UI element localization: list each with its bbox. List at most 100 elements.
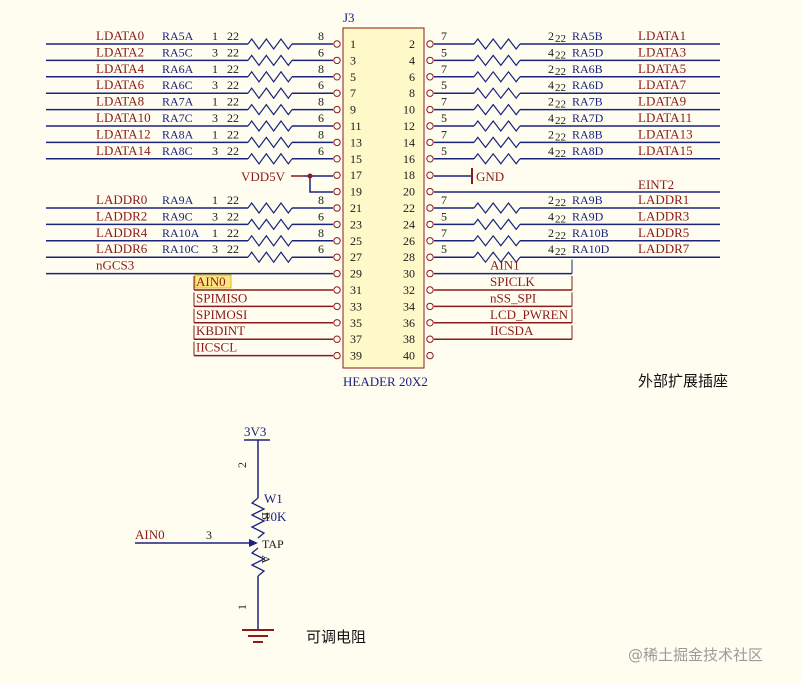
resistor-symbol xyxy=(473,152,521,165)
resistor-pin-a: 2 xyxy=(548,29,554,43)
resistor-symbol xyxy=(247,201,293,215)
resistor-pin-b: 7 xyxy=(441,127,447,141)
resistor-symbol xyxy=(247,54,293,67)
resistor-pin-a: 3 xyxy=(212,45,218,59)
connector-pin-terminal xyxy=(333,40,341,48)
connector-pin-terminal xyxy=(426,319,434,327)
connector-pin-number: 10 xyxy=(403,103,415,117)
resistor-pin-b: 5 xyxy=(441,209,447,223)
connector-pin-number: 1 xyxy=(350,37,356,51)
resistor-pin-b: 6 xyxy=(318,209,324,223)
connector-ref: J3 xyxy=(343,10,355,25)
resistor-symbol xyxy=(473,54,521,67)
connector-pin-number: 34 xyxy=(403,299,415,313)
pot-caption: 可调电阻 xyxy=(306,628,366,646)
connector-pin-terminal xyxy=(333,335,341,343)
resistor-symbol xyxy=(247,37,293,51)
pot-tap-label: TAP xyxy=(262,537,284,551)
resistor-pin-b: 6 xyxy=(318,144,324,158)
net-label: LDATA12 xyxy=(96,126,151,141)
connector-pin-number: 30 xyxy=(403,267,415,281)
resistor-pin-a: 3 xyxy=(212,209,218,223)
resistor-ref: RA9C xyxy=(162,209,193,223)
connector-pin-number: 13 xyxy=(350,135,362,149)
connector-pin-terminal xyxy=(333,302,341,311)
gnd-label: GND xyxy=(476,169,504,184)
resistor-pin-b: 6 xyxy=(318,242,324,256)
resistor-symbol xyxy=(247,234,293,247)
net-label: LADDR6 xyxy=(96,241,148,256)
connector-pin-number: 9 xyxy=(350,103,356,117)
resistor-pin-a: 3 xyxy=(212,144,218,158)
connector-pin-terminal xyxy=(333,204,341,212)
resistor-symbol xyxy=(247,152,293,165)
resistor-symbol xyxy=(247,87,293,100)
net-label: nGCS3 xyxy=(96,258,134,273)
resistor-pin-a: 4 xyxy=(548,144,554,158)
resistor-pin-a: 4 xyxy=(548,45,554,59)
connector-pin-number: 4 xyxy=(409,53,415,67)
resistor-pin-b: 7 xyxy=(441,193,447,207)
connector-pin-terminal xyxy=(333,351,341,360)
resistor-pin-b: 7 xyxy=(441,226,447,240)
resistor-pin-a: 3 xyxy=(212,242,218,256)
net-label: LADDR2 xyxy=(96,208,147,223)
resistor-ref: RA7B xyxy=(572,95,603,109)
vdd5v-supply: VDD5V xyxy=(241,169,333,193)
net-label: LDATA0 xyxy=(96,28,144,43)
net-label: LDATA6 xyxy=(96,77,145,92)
connector-pin-terminal xyxy=(426,40,434,48)
connector-pin-number: 29 xyxy=(350,267,362,281)
eint2-net: EINT2 xyxy=(434,177,720,193)
connector-pin-terminal xyxy=(333,171,341,179)
resistor-value: 22 xyxy=(555,230,566,242)
net-label: IICSCL xyxy=(196,340,237,355)
connector-pin-number: 18 xyxy=(403,168,415,182)
resistor-pin-a: 3 xyxy=(212,78,218,92)
net-label: LADDR0 xyxy=(96,192,147,207)
resistor-symbol xyxy=(247,103,293,116)
resistor-value: 22 xyxy=(227,209,239,223)
pot-pin-bottom: 1 xyxy=(235,604,249,610)
resistor-pin-b: 7 xyxy=(441,62,447,76)
connector-pin-number: 7 xyxy=(350,86,356,100)
resistor-pin-a: 2 xyxy=(548,95,554,109)
resistor-value: 22 xyxy=(555,82,566,94)
connector-pin-number: 36 xyxy=(403,316,415,330)
connector-pin-terminal xyxy=(333,105,341,114)
connector-pin-number: 17 xyxy=(350,168,362,182)
net-label: AIN0 xyxy=(196,274,226,289)
connector-pin-number: 8 xyxy=(409,86,415,100)
net-label: LDATA5 xyxy=(638,61,686,76)
connector-pin-terminal xyxy=(426,56,434,65)
connector-pin-number: 40 xyxy=(403,349,415,363)
resistor-pin-a: 1 xyxy=(212,127,218,141)
resistor-ref: RA6D xyxy=(572,78,604,92)
resistor-pin-b: 8 xyxy=(318,127,324,141)
connector-pin-terminal xyxy=(333,220,341,229)
rail-3v3-label: 3V3 xyxy=(244,424,266,439)
resistor-ref: RA9B xyxy=(572,193,603,207)
pot-ref: W1 xyxy=(264,491,283,506)
resistor-ref: RA8B xyxy=(572,127,603,141)
resistor-ref: RA5B xyxy=(572,29,603,43)
resistor-symbol xyxy=(473,218,521,231)
resistor-ref: RA9D xyxy=(572,209,604,223)
resistor-symbol xyxy=(247,70,293,83)
resistor-ref: RA6C xyxy=(162,78,193,92)
resistor-pin-b: 6 xyxy=(318,111,324,125)
resistor-ref: RA10C xyxy=(162,242,199,256)
wires xyxy=(46,43,720,357)
resistor-pin-b: 5 xyxy=(441,144,447,158)
connector-pin-terminal xyxy=(333,138,341,147)
net-label: LADDR7 xyxy=(638,241,690,256)
vdd5v-label: VDD5V xyxy=(241,169,286,184)
net-label: LDATA1 xyxy=(638,28,686,43)
net-label: nSS_SPI xyxy=(490,290,536,305)
resistor-pin-a: 2 xyxy=(548,193,554,207)
pot-value: 10K xyxy=(264,509,287,524)
connector-pin-number: 35 xyxy=(350,316,362,330)
connector-pin-terminal xyxy=(333,122,341,130)
resistor-ref: RA10A xyxy=(162,226,200,240)
resistor-pin-b: 7 xyxy=(441,95,447,109)
